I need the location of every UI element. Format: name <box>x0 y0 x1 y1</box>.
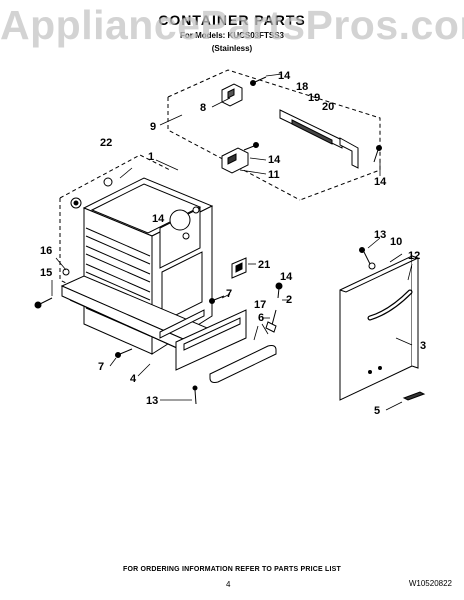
callout-13: 13 <box>146 395 158 407</box>
page-title: CONTAINER PARTS <box>158 12 306 28</box>
container-body-part <box>60 177 214 355</box>
callout-13b: 13 <box>374 229 386 241</box>
callout-14e: 14 <box>280 271 293 283</box>
callout-19: 19 <box>308 92 320 104</box>
callout-14d: 14 <box>152 213 165 225</box>
callout-22: 22 <box>100 137 112 149</box>
callout-7: 7 <box>226 288 232 300</box>
callout-11: 11 <box>268 169 280 181</box>
callout-6: 6 <box>258 312 264 324</box>
callout-21: 21 <box>258 259 270 271</box>
callout-3: 3 <box>420 340 426 352</box>
callout-labels: 1 2 3 4 5 6 7 7 8 9 10 11 12 13 13 14 14… <box>40 70 426 417</box>
callout-4: 4 <box>130 373 137 385</box>
page-number: 4 <box>226 580 231 589</box>
callout-9: 9 <box>150 121 156 133</box>
callout-12: 12 <box>408 250 420 262</box>
callout-14a: 14 <box>278 70 291 82</box>
callout-14c: 14 <box>374 176 387 188</box>
callout-1: 1 <box>148 151 154 163</box>
callout-8: 8 <box>200 102 206 114</box>
callout-14b: 14 <box>268 154 281 166</box>
callout-2: 2 <box>286 294 292 306</box>
callout-7b: 7 <box>98 361 104 373</box>
top-assembly-outline <box>167 69 381 201</box>
callout-20: 20 <box>322 101 334 113</box>
callout-10: 10 <box>390 236 402 248</box>
document-number: W10520822 <box>408 579 452 588</box>
callout-17: 17 <box>254 299 266 311</box>
callout-15: 15 <box>40 267 52 279</box>
screw-icon <box>250 76 267 86</box>
callout-18: 18 <box>296 81 308 93</box>
ordering-note: FOR ORDERING INFORMATION REFER TO PARTS … <box>122 566 342 573</box>
callout-16: 16 <box>40 245 52 257</box>
model-line: For Models: KUCS03FTSS3 <box>179 31 284 40</box>
finish-line: (Stainless) <box>211 44 253 53</box>
left-side-outline <box>59 154 171 199</box>
callout-5: 5 <box>374 405 380 417</box>
